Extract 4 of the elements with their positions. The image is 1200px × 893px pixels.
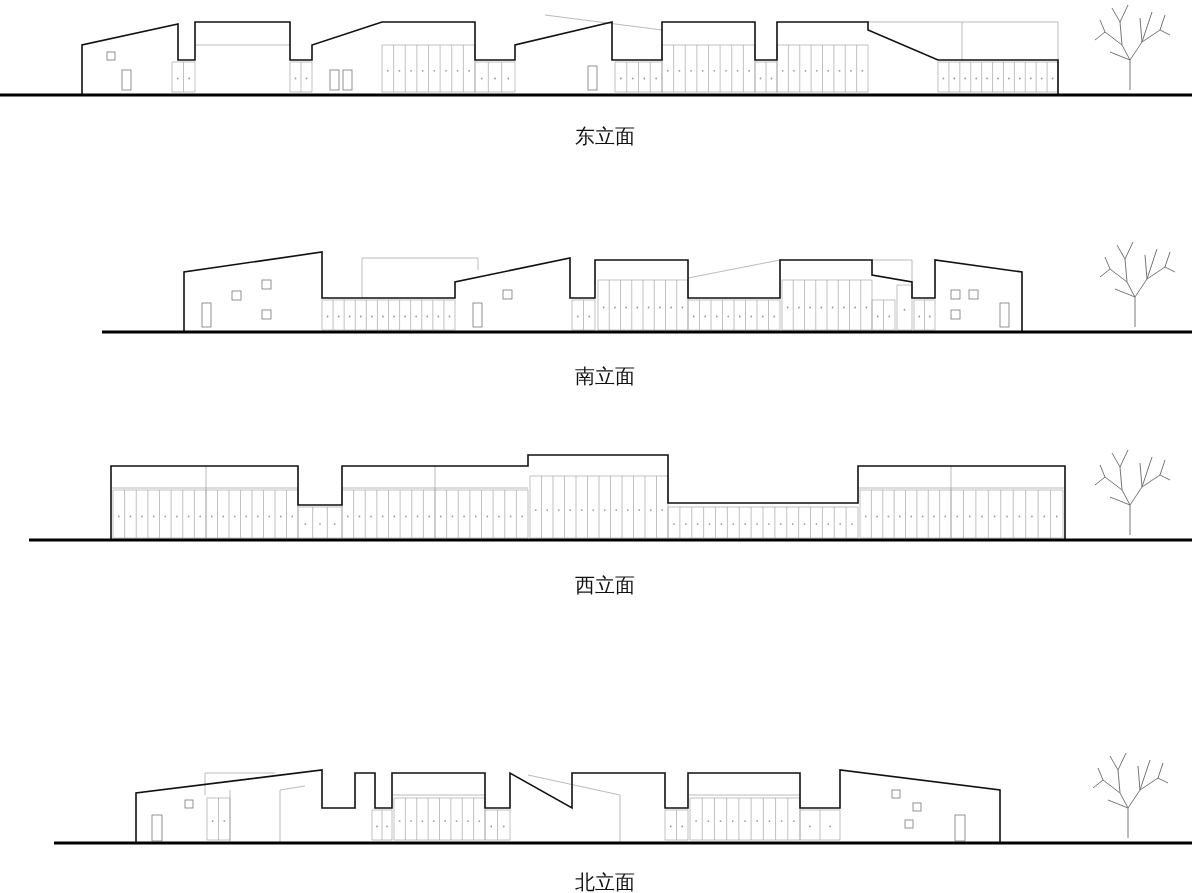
elevation-title: 东立面 — [575, 124, 635, 148]
elevation-title: 南立面 — [575, 364, 635, 388]
elevation-title: 西立面 — [575, 573, 635, 597]
elevation-title: 北立面 — [575, 870, 635, 893]
